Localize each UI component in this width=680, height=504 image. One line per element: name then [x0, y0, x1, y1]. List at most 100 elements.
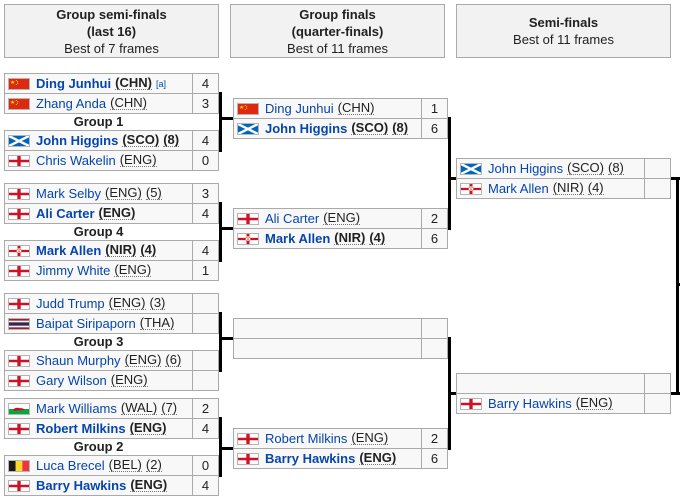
player-cell: Mark Allen(NIR)(4) [234, 229, 421, 248]
player-cell: Robert Milkins(ENG) [5, 419, 192, 438]
bracket-connector-line [219, 227, 233, 230]
score-cell: 6 [421, 449, 447, 468]
player-cell [457, 374, 644, 393]
flag-eng-icon [8, 207, 30, 220]
seed-number: (4) [369, 230, 386, 245]
player-row: Barry Hawkins(ENG)6 [234, 448, 447, 468]
nationality-abbr: (ENG) [119, 152, 157, 167]
player-cell: Barry Hawkins(ENG) [234, 449, 421, 468]
flag-eng-icon [8, 354, 30, 367]
player-cell: Robert Milkins(ENG) [234, 429, 421, 448]
bracket-connector-line [219, 202, 222, 262]
round-header-group-finals: Group finals (quarter-finals) Best of 11… [230, 4, 445, 58]
player-cell: Gary Wilson(ENG) [5, 371, 192, 390]
score-cell: 4 [192, 131, 218, 150]
nationality-abbr: (NIR) [334, 230, 366, 245]
player-cell: Ding Junhui(CHN) [234, 99, 421, 118]
round-detail: Best of 11 frames [513, 32, 614, 47]
player-link[interactable]: Robert Milkins [36, 421, 126, 436]
player-link[interactable]: Mark Allen [488, 181, 549, 196]
player-cell: Chris Wakelin(ENG) [5, 151, 192, 170]
player-link[interactable]: Barry Hawkins [488, 396, 572, 411]
player-row: Barry Hawkins(ENG) [457, 393, 670, 413]
semifinal-match: John Higgins(SCO)(8)Mark Allen(NIR)(4) [456, 158, 671, 199]
player-row: Robert Milkins(ENG)4 [5, 418, 218, 438]
player-cell: Mark Allen(NIR)(4) [5, 241, 192, 260]
bracket-connector-line [671, 177, 680, 180]
player-link[interactable]: Judd Trump [36, 296, 105, 311]
nationality-abbr: (ENG) [129, 420, 167, 435]
player-link[interactable]: Baipat Siripaporn [36, 316, 136, 331]
round-header-semifinals: Semi-finals Best of 11 frames [456, 4, 671, 58]
seed-number: (5) [145, 185, 162, 200]
player-row: Judd Trump(ENG)(3) [5, 294, 218, 313]
flag-tha-icon [8, 317, 30, 330]
round-title: Group semi-finals [56, 6, 167, 22]
player-row: Zhang Anda(CHN)3 [5, 93, 218, 113]
nationality-abbr: (ENG) [110, 372, 148, 387]
player-link[interactable]: Ali Carter [265, 211, 320, 226]
player-link[interactable]: Shaun Murphy [36, 353, 121, 368]
player-link[interactable]: Mark Williams [36, 401, 117, 416]
seed-number: (4) [140, 242, 157, 257]
player-link[interactable]: John Higgins [36, 133, 119, 148]
player-cell: John Higgins(SCO)(8) [457, 159, 644, 178]
nationality-abbr: (CHN) [115, 75, 152, 90]
score-cell [421, 339, 447, 358]
player-row: Robert Milkins(ENG)2 [234, 429, 447, 448]
seed-number: (4) [587, 180, 604, 195]
player-link[interactable]: John Higgins [265, 121, 348, 136]
player-link[interactable]: Chris Wakelin [36, 153, 116, 168]
nationality-abbr: (ENG) [124, 352, 162, 367]
player-link[interactable]: Jimmy White [36, 263, 111, 278]
empty-player-row [234, 338, 447, 358]
player-link[interactable]: Ding Junhui [36, 76, 112, 91]
player-row: Mark Allen(NIR)(4)6 [234, 228, 447, 248]
player-row: Chris Wakelin(ENG)0 [5, 150, 218, 170]
player-row: John Higgins(SCO)(8)6 [234, 118, 447, 138]
flag-eng-icon [8, 154, 30, 167]
player-row: Mark Williams(WAL)(7)2 [5, 399, 218, 418]
nationality-abbr: (BEL) [108, 457, 142, 472]
nationality-abbr: (SCO) [351, 120, 389, 135]
player-link[interactable]: Ding Junhui [265, 101, 334, 116]
player-row: Mark Selby(ENG)(5)3 [5, 184, 218, 203]
flag-chn-icon [8, 77, 30, 90]
nationality-abbr: (ENG) [108, 295, 146, 310]
player-row: Shaun Murphy(ENG)(6) [5, 351, 218, 370]
score-cell: 4 [192, 74, 218, 93]
player-link[interactable]: Luca Brecel [36, 458, 105, 473]
nationality-abbr: (ENG) [98, 205, 136, 220]
bracket-connector-line [219, 337, 233, 340]
player-link[interactable]: Gary Wilson [36, 373, 107, 388]
player-link[interactable]: Ali Carter [36, 206, 95, 221]
nationality-abbr: (CHN) [337, 100, 375, 115]
group-match: Judd Trump(ENG)(3) Baipat Siripaporn(THA) [4, 293, 219, 334]
empty-player-row [234, 319, 447, 338]
player-row: Jimmy White(ENG)1 [5, 260, 218, 280]
nationality-abbr: (THA) [139, 315, 175, 330]
player-link[interactable]: Mark Allen [36, 243, 102, 258]
player-link[interactable]: Zhang Anda [36, 96, 107, 111]
player-link[interactable]: Barry Hawkins [265, 451, 356, 466]
score-cell: 6 [421, 229, 447, 248]
player-link[interactable]: John Higgins [488, 161, 564, 176]
score-cell: 4 [192, 476, 218, 495]
bracket-connector-line [676, 283, 680, 286]
player-link[interactable]: Robert Milkins [265, 431, 348, 446]
player-cell: John Higgins(SCO)(8) [5, 131, 192, 150]
player-row: Gary Wilson(ENG) [5, 370, 218, 390]
score-cell [644, 394, 670, 413]
player-cell: Ali Carter(ENG) [5, 204, 192, 223]
player-link[interactable]: Mark Selby [36, 186, 102, 201]
flag-eng-icon [8, 264, 30, 277]
player-link[interactable]: Barry Hawkins [36, 478, 127, 493]
seed-number: (3) [149, 295, 166, 310]
player-link[interactable]: Mark Allen [265, 231, 331, 246]
player-row: Luca Brecel(BEL)(2)0 [5, 456, 218, 475]
semifinal-match: Barry Hawkins(ENG) [456, 373, 671, 414]
